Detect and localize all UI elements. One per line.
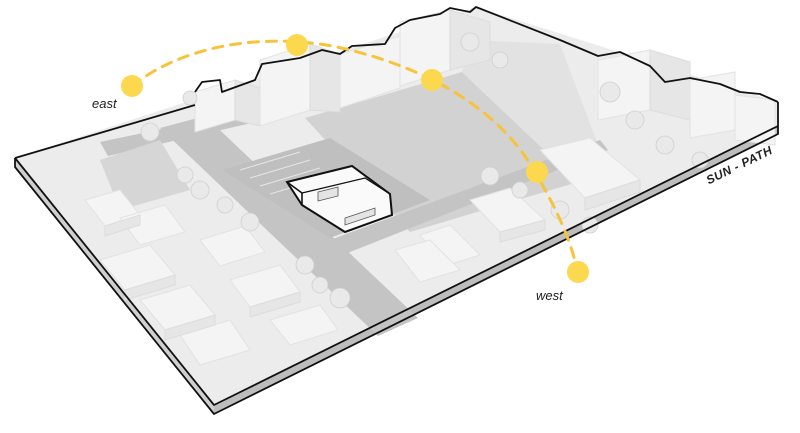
sun-afternoon: [526, 161, 548, 183]
site-outline: [14, 102, 779, 415]
sun-sunset: [567, 261, 589, 283]
residential-blocks: [84, 189, 339, 366]
sun-noon: [421, 69, 443, 91]
label-east: east: [92, 96, 118, 111]
sun-path: [121, 34, 589, 283]
sun-sunrise: [121, 75, 143, 97]
skyline-outline: [194, 6, 779, 103]
sun-morning: [286, 34, 308, 56]
project-building: [285, 164, 394, 234]
eastern-buildings: [394, 49, 776, 283]
label-west: west: [536, 288, 564, 303]
